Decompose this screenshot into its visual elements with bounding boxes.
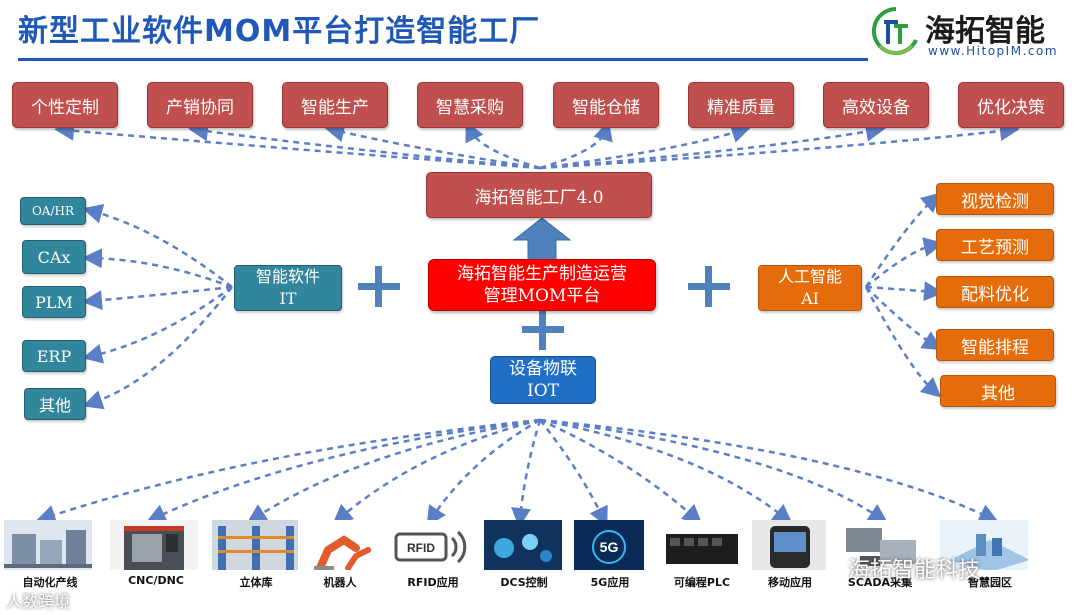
iot-box: 设备物联 IOT xyxy=(490,356,596,404)
it-hub-box: 智能软件 IT xyxy=(234,265,342,311)
device-mobile: 移动应用 xyxy=(752,520,828,590)
it-item-plm: PLM xyxy=(22,286,86,318)
watermark-left-text: 人数跨境 xyxy=(6,592,71,611)
robot-arm-icon xyxy=(298,520,382,574)
ai-hub-box: 人工智能 AI xyxy=(758,265,862,311)
it-item-cax: CAx xyxy=(22,240,86,274)
it-item-other: 其他 xyxy=(24,388,86,420)
device-5g: 5G 5G应用 xyxy=(574,520,646,590)
device-label: RFID应用 xyxy=(407,576,459,589)
device-label: DCS控制 xyxy=(500,576,548,589)
ai-hub-line1: 人工智能 xyxy=(777,267,842,286)
hitop-logo-icon xyxy=(871,6,920,56)
mobile-device-icon xyxy=(752,520,826,574)
device-automation-line: 自动化产线 xyxy=(4,520,96,590)
plc-icon xyxy=(660,520,744,574)
logo-url: www.HitopIM.com xyxy=(928,44,1059,58)
it-hub-line1: 智能软件 xyxy=(255,267,320,286)
device-label: 移动应用 xyxy=(768,576,812,589)
5g-icon: 5G xyxy=(574,520,644,574)
svg-text:RFID: RFID xyxy=(407,541,435,555)
watermark-right-text: 海拓智能科技 xyxy=(848,558,981,583)
automation-line-icon xyxy=(4,520,92,574)
watermark-right: 海拓智能科技 xyxy=(848,552,980,584)
iot-line2: IOT xyxy=(527,381,559,401)
ai-item-other: 其他 xyxy=(940,375,1056,407)
device-smart-park: 智慧园区 xyxy=(940,520,1040,590)
target-smart-purchase: 智慧采购 xyxy=(417,82,523,128)
factory-box: 海拓智能工厂4.0 xyxy=(426,172,652,218)
device-label: 可编程PLC xyxy=(673,576,731,589)
device-label: 立体库 xyxy=(239,576,273,589)
ai-item-vision: 视觉检测 xyxy=(936,183,1054,215)
ai-hub-line2: AI xyxy=(801,289,819,308)
target-smart-warehouse: 智能仓储 xyxy=(553,82,659,128)
ai-item-process-predict: 工艺预测 xyxy=(936,229,1054,261)
device-warehouse: 立体库 xyxy=(212,520,300,590)
device-label: 智慧园区 xyxy=(968,576,1012,589)
it-hub-line2: IT xyxy=(279,289,297,308)
title-underline xyxy=(18,58,868,61)
cnc-machine-icon xyxy=(110,520,198,574)
target-sales-collab: 产销协同 xyxy=(147,82,253,128)
ai-item-batching: 配料优化 xyxy=(936,276,1054,308)
it-item-oahr: OA/HR xyxy=(20,197,86,225)
dcs-control-icon xyxy=(484,520,562,574)
device-label: 5G应用 xyxy=(590,576,630,589)
target-quality: 精准质量 xyxy=(688,82,794,128)
target-smart-production: 智能生产 xyxy=(282,82,388,128)
ai-item-scheduling: 智能排程 xyxy=(936,329,1054,361)
mom-line1: 海拓智能生产制造运营 xyxy=(457,264,627,284)
device-dcs: DCS控制 xyxy=(484,520,564,590)
smart-park-icon xyxy=(940,520,1038,574)
device-scada: SCADA采集 xyxy=(836,520,924,590)
scada-icon xyxy=(836,520,922,574)
rfid-icon: RFID xyxy=(390,520,474,574)
device-label: CNC/DNC xyxy=(128,574,184,587)
mom-line2: 管理MOM平台 xyxy=(483,286,601,306)
target-equipment: 高效设备 xyxy=(823,82,929,128)
device-label: 机器人 xyxy=(323,576,357,589)
it-item-erp: ERP xyxy=(22,340,86,372)
watermark-left: 人数跨境 xyxy=(6,588,70,612)
device-label: SCADA采集 xyxy=(847,576,913,589)
device-robot: 机器人 xyxy=(298,520,382,590)
warehouse-icon xyxy=(212,520,300,574)
target-decision: 优化决策 xyxy=(958,82,1064,128)
mom-platform-box: 海拓智能生产制造运营 管理MOM平台 xyxy=(428,259,656,311)
page-title: 新型工业软件MOM平台打造智能工厂 xyxy=(18,14,541,49)
iot-line1: 设备物联 xyxy=(509,359,577,379)
device-cnc: CNC/DNC xyxy=(110,520,202,587)
device-label: 自动化产线 xyxy=(22,576,78,589)
svg-text:5G: 5G xyxy=(600,539,619,555)
device-rfid: RFID RFID应用 xyxy=(390,520,476,590)
device-plc: 可编程PLC xyxy=(660,520,744,590)
logo-name: 海拓智能 xyxy=(925,14,1045,49)
target-custom: 个性定制 xyxy=(12,82,118,128)
